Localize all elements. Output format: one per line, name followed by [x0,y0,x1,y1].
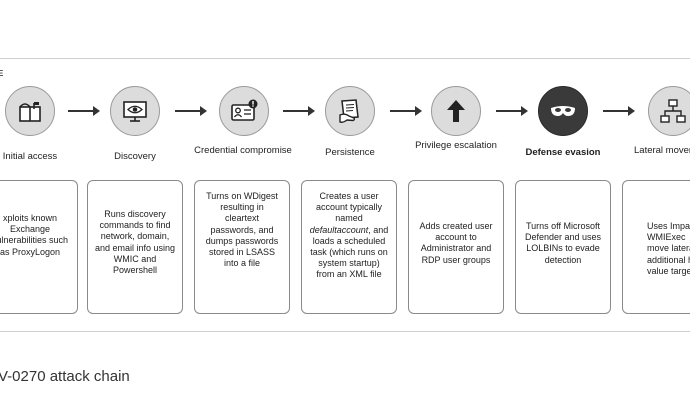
mailbox-icon [5,86,55,136]
arrow-1-2 [68,106,100,116]
desc-box-defense-evasion: Turns off Microsoft Defender and uses LO… [515,180,611,314]
desc-text-lateral-movement: Uses Impack WMIExec move lateral additio… [647,221,690,276]
stage-title-privilege-escalation: Privilege escalation [415,140,497,151]
desc-box-initial-access: xploits known Exchange vulnerabilities s… [0,180,78,314]
id-card-icon [219,86,269,136]
arrow-4-5 [390,106,422,116]
desc-box-discovery: Runs discovery commands to find network,… [87,180,183,314]
arrow-3-4 [283,106,315,116]
desc-text-initial-access: xploits known Exchange vulnerabilities s… [0,213,69,257]
eye-monitor-icon [110,86,160,136]
stage-title-discovery: Discovery [114,151,156,162]
stage-title-lateral-movement: Lateral movement [634,145,690,156]
stage-title-defense-evasion: Defense evasion [525,147,601,158]
network-nodes-icon [648,86,690,136]
desc-box-lateral-movement: Uses Impack WMIExec move lateral additio… [622,180,690,314]
stage-title-persistence: Persistence [325,147,375,158]
arrow-5-6 [496,106,528,116]
desc-text-privilege-escalation: Adds created user account to Administrat… [419,221,493,265]
up-arrow-icon [431,86,481,136]
desc-persistence-part1: Creates a user account typically named [315,191,383,224]
document-hand-icon [325,86,375,136]
arrow-2-3 [175,106,207,116]
figure-caption: V-0270 attack chain [0,368,130,385]
desc-text-persistence: Creates a user account typically named d… [309,191,389,281]
desc-box-persistence: Creates a user account typically named d… [301,180,397,314]
desc-text-defense-evasion: Turns off Microsoft Defender and uses LO… [524,221,602,265]
desc-text-discovery: Runs discovery commands to find network,… [94,209,176,276]
stage-title-credential-compromise: Credential compromise [194,145,292,156]
desc-text-credential-compromise: Turns on WDigest resulting in cleartext … [205,191,279,269]
desc-persistence-italic: defaultaccount [309,224,369,235]
mask-icon [538,86,588,136]
desc-persistence-part2: , and loads a scheduled task (which runs… [310,224,389,280]
stage-title-initial-access: Initial access [2,151,58,162]
desc-box-credential-compromise: Turns on WDigest resulting in cleartext … [194,180,290,314]
corner-label: E [0,69,4,78]
desc-box-privilege-escalation: Adds created user account to Administrat… [408,180,504,314]
arrow-6-7 [603,106,635,116]
